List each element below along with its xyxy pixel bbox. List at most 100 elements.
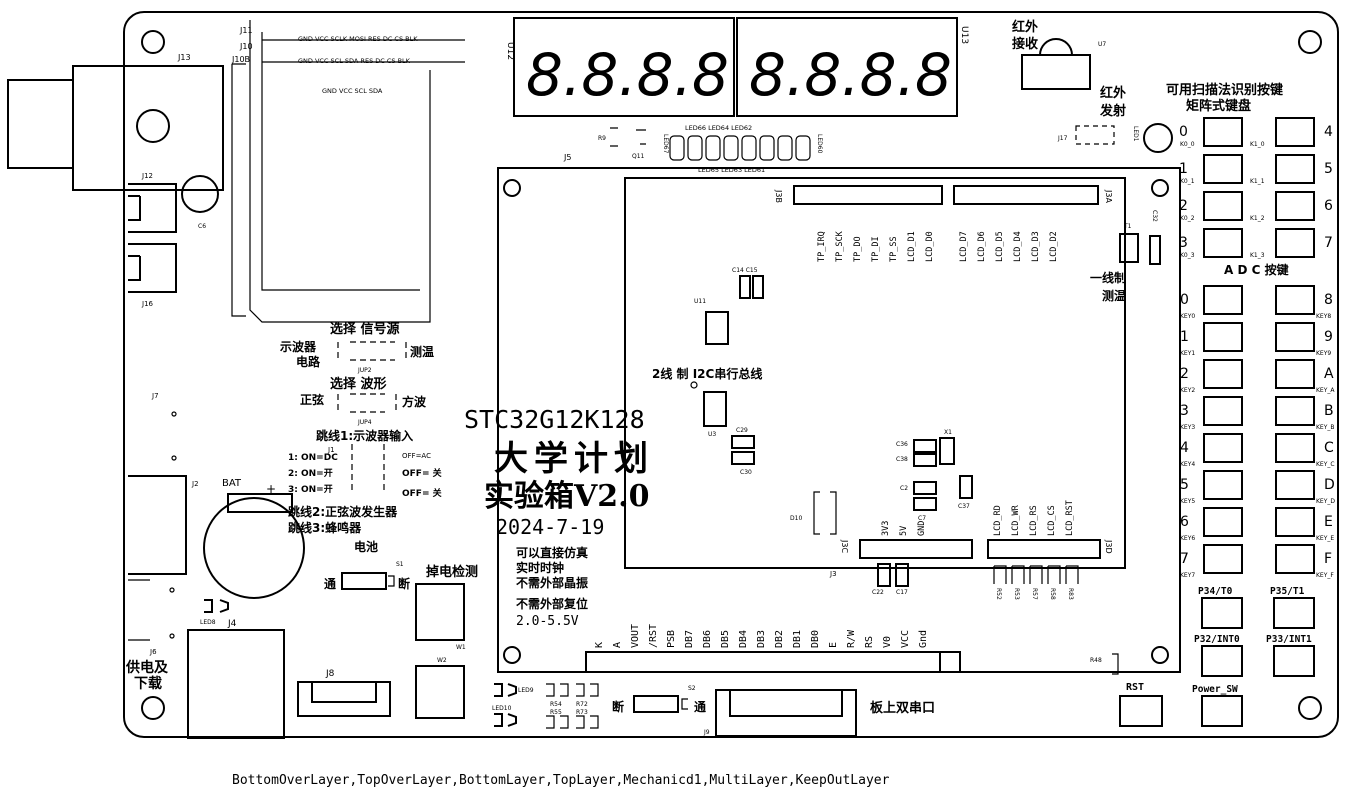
svg-text:OFF=AC: OFF=AC — [402, 452, 431, 460]
svg-text:下载: 下载 — [134, 675, 162, 692]
adc-key-button[interactable] — [1203, 285, 1243, 315]
matrix-key-label: K0_1 — [1180, 178, 1195, 185]
resistor-label: R58 — [1049, 588, 1056, 600]
adc-key-num: 2 — [1180, 366, 1189, 382]
svg-text:U12: U12 — [505, 42, 515, 60]
svg-text:U13: U13 — [959, 26, 969, 44]
matrix-key-button[interactable] — [1275, 117, 1315, 147]
svg-text:发射: 发射 — [1099, 103, 1126, 119]
resistor-label: R53 — [1013, 588, 1020, 600]
adc-key-num: 5 — [1180, 477, 1189, 493]
svg-text:C36: C36 — [896, 441, 908, 448]
pin-label: E — [828, 642, 839, 648]
svg-text:矩阵式键盘: 矩阵式键盘 — [1185, 98, 1251, 114]
svg-text:J12: J12 — [141, 172, 153, 180]
pin-label: TP_IRQ — [817, 231, 827, 262]
svg-text:J10: J10 — [239, 42, 253, 51]
p32-button[interactable] — [1201, 645, 1243, 677]
matrix-key-button[interactable] — [1275, 154, 1315, 184]
adc-key-num: 3 — [1180, 403, 1189, 419]
svg-text:R73: R73 — [576, 709, 588, 716]
pin-label: LCD_CS — [1047, 505, 1057, 536]
svg-text:P33/INT1: P33/INT1 — [1266, 634, 1312, 645]
pin-label: /RST — [648, 624, 659, 648]
matrix-key-num: 2 — [1179, 198, 1188, 214]
adc-key-button[interactable] — [1275, 359, 1315, 389]
pin-label: LCD_D2 — [1049, 231, 1059, 262]
pin-label: DB6 — [702, 630, 713, 648]
svg-text:LED60: LED60 — [816, 134, 823, 154]
svg-text:R48: R48 — [1090, 657, 1102, 664]
adc-key-label: KEY_A — [1316, 387, 1335, 394]
svg-text:3: ON=开: 3: ON=开 — [288, 484, 333, 495]
matrix-key-button[interactable] — [1203, 117, 1243, 147]
rst-button[interactable] — [1119, 695, 1163, 727]
svg-text:2: ON=开: 2: ON=开 — [288, 468, 333, 479]
svg-text:S2: S2 — [688, 685, 696, 692]
matrix-key-num: 6 — [1324, 198, 1333, 214]
svg-text:C30: C30 — [740, 469, 752, 476]
adc-key-button[interactable] — [1275, 507, 1315, 537]
svg-text:C14 C15: C14 C15 — [732, 267, 758, 274]
pin-label: A — [612, 642, 623, 648]
adc-key-button[interactable] — [1275, 285, 1315, 315]
p35-button[interactable] — [1273, 597, 1315, 629]
led-smd — [741, 135, 757, 161]
adc-key-button[interactable] — [1203, 396, 1243, 426]
adc-key-button[interactable] — [1203, 470, 1243, 500]
matrix-key-button[interactable] — [1203, 228, 1243, 258]
svg-text:C2: C2 — [900, 485, 908, 492]
adc-key-button[interactable] — [1203, 433, 1243, 463]
svg-text:J17: J17 — [1057, 135, 1068, 142]
adc-key-button[interactable] — [1203, 359, 1243, 389]
adc-key-button[interactable] — [1275, 544, 1315, 574]
svg-text:供电及: 供电及 — [125, 659, 169, 676]
svg-text:可以直接仿真: 可以直接仿真 — [516, 545, 588, 560]
pin-label: LCD_RST — [1065, 500, 1075, 536]
adc-key-num: 0 — [1180, 292, 1189, 308]
matrix-key-button[interactable] — [1275, 228, 1315, 258]
adc-key-label: KEY2 — [1180, 387, 1195, 394]
adc-key-button[interactable] — [1275, 470, 1315, 500]
svg-text:通: 通 — [694, 699, 706, 714]
adc-key-button[interactable] — [1203, 322, 1243, 352]
adc-key-num: 9 — [1324, 329, 1333, 345]
matrix-key-button[interactable] — [1203, 191, 1243, 221]
p34-button[interactable] — [1201, 597, 1243, 629]
matrix-key-button[interactable] — [1203, 154, 1243, 184]
svg-text:BAT: BAT — [222, 478, 242, 489]
adc-key-button[interactable] — [1275, 433, 1315, 463]
resistor-label: R83 — [1067, 588, 1074, 600]
svg-text:红外: 红外 — [1100, 85, 1126, 101]
power-switch-button[interactable] — [1201, 695, 1243, 727]
svg-text:LED1: LED1 — [1132, 126, 1139, 142]
layer-list: BottomOverLayer,TopOverLayer,BottomLayer… — [232, 773, 890, 788]
adc-key-label: KEY_D — [1316, 498, 1335, 505]
adc-key-button[interactable] — [1203, 544, 1243, 574]
mount-hole — [1298, 696, 1322, 720]
matrix-key-label: K1_0 — [1250, 141, 1265, 148]
svg-text:U3: U3 — [708, 431, 716, 438]
pin-label: LCD_WR — [1011, 504, 1021, 536]
matrix-key-num: 3 — [1179, 235, 1188, 251]
p33-button[interactable] — [1273, 645, 1315, 677]
svg-text:C38: C38 — [896, 456, 908, 463]
adc-key-num: 4 — [1180, 440, 1189, 456]
svg-text:跳线2:正弦波发生器: 跳线2:正弦波发生器 — [288, 504, 398, 519]
adc-key-button[interactable] — [1275, 322, 1315, 352]
matrix-key-num: 1 — [1179, 161, 1188, 177]
svg-text:C6: C6 — [198, 223, 206, 230]
svg-text:Q11: Q11 — [632, 153, 645, 160]
svg-text:J3B: J3B — [774, 189, 783, 203]
svg-text:J5: J5 — [563, 153, 571, 162]
adc-key-button[interactable] — [1275, 396, 1315, 426]
svg-text:8.8.8.8: 8.8.8.8 — [749, 41, 952, 109]
matrix-key-num: 7 — [1324, 235, 1333, 251]
led-smd — [759, 135, 775, 161]
adc-key-button[interactable] — [1203, 507, 1243, 537]
matrix-key-button[interactable] — [1275, 191, 1315, 221]
mcu-title: STC32G12K128 — [464, 405, 645, 434]
svg-text:P34/T0: P34/T0 — [1198, 586, 1233, 597]
svg-text:J3C: J3C — [840, 539, 849, 553]
pin-label: RS — [864, 636, 875, 648]
